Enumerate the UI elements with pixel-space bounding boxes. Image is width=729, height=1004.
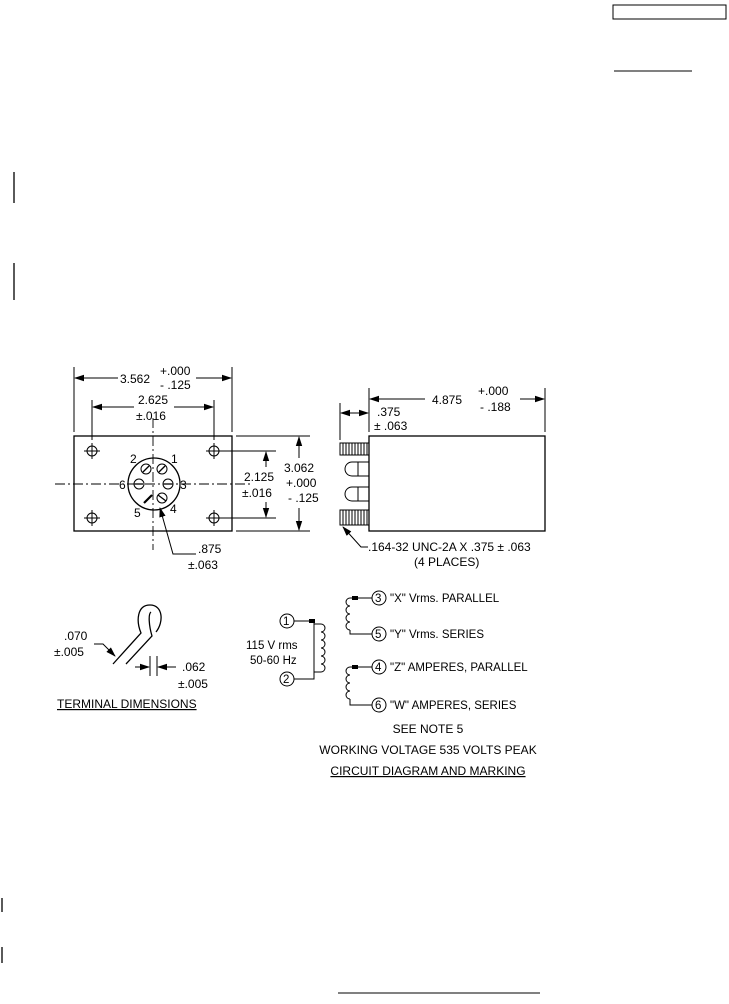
side-view-outline [368,435,546,532]
terminal-number-3: 3 [180,478,187,492]
terminal-dim-b-tol: ±.005 [178,677,208,691]
secondary-2-dot-marker [352,665,358,669]
terminal-4-number: 4 [375,662,382,674]
height-tol-plus: +.000 [286,476,317,490]
terminal-6-label: "W" AMPERES, SERIES [390,700,517,712]
terminal-6-symbol [371,697,387,713]
width-tol-plus: +.000 [160,364,191,378]
terminal-number-1: 1 [171,452,178,466]
terminal-circle [127,457,181,511]
thread-places: (4 PLACES) [414,555,479,569]
circuit-caption: CIRCUIT DIAGRAM AND MARKING [330,764,525,778]
primary-voltage: 115 V rms [246,640,298,652]
mounting-hole-top-left [84,443,100,459]
terminal-circle-tol: ±.063 [188,558,218,572]
terminal-5-label: "Y" Vrms. SERIES [390,629,484,641]
thread-note: .164-32 UNC-2A X .375 ± .063 [368,540,531,554]
terminal-5-symbol [371,626,387,642]
primary-winding-taps [314,623,321,673]
primary-dot-marker [309,619,315,623]
length-tol-minus: - .188 [480,400,511,414]
terminal-dimensions-caption: TERMINAL DIMENSIONS [57,697,197,711]
stud-tol: ± .063 [374,419,408,433]
secondary-winding-2 [345,666,351,700]
terminal-dim-a-nominal: .070 [64,629,88,643]
terminal-circle-nominal: .875 [198,542,222,556]
terminal-3-label: "X" Vrms. PARALLEL [390,593,500,605]
terminal-number-4: 4 [170,502,177,516]
mounting-hole-bottom-left [84,510,100,526]
hole-spacing-x-nominal: 2.625 [138,393,168,407]
terminal-number-6: 6 [119,478,126,492]
side-terminal-hooks [344,461,369,502]
height-nominal: 3.062 [284,461,314,475]
terminal-4-symbol [371,659,387,675]
length-nominal: 4.875 [432,393,462,407]
hole-spacing-y-tol: ±.016 [242,486,272,500]
circuit-note: SEE NOTE 5 [393,722,464,736]
terminal-screws [133,463,174,504]
terminal-3-number: 3 [375,593,381,605]
terminal-number-5: 5 [134,506,141,520]
terminal-5-number: 5 [375,629,381,641]
height-tol-minus: - .125 [288,491,319,505]
threaded-stud-top [339,442,370,456]
primary-terminal-1-number: 1 [283,616,289,628]
primary-leads [294,620,315,680]
secondary-2-leads [349,666,372,706]
secondary-1-dot-marker [352,596,358,600]
terminal-detail: .070 ±.005 .062 ±.005 TERMINAL DIMENSION… [54,604,208,711]
primary-winding [320,623,326,673]
terminal-dim-b-nominal: .062 [182,660,206,674]
primary-terminal-2-number: 2 [283,674,289,686]
terminal-circle-leader [159,507,196,555]
primary-frequency: 50-60 Hz [250,655,297,667]
terminal-hook-inner [125,611,153,665]
terminal-4-label: "Z" AMPERES, PARALLEL [390,662,528,674]
terminal-number-2: 2 [130,452,137,466]
terminal-6-number: 6 [375,700,381,712]
width-tol-minus: - .125 [160,378,191,392]
thread-note-leader [342,526,368,548]
working-voltage: WORKING VOLTAGE 535 VOLTS PEAK [319,743,536,757]
hole-spacing-x-tol: ±.016 [136,409,166,423]
title-box [612,4,727,20]
secondary-winding-1 [345,597,351,631]
terminal-dim-a-tol: ±.005 [54,645,84,659]
width-nominal: 3.562 [120,372,150,386]
terminal-hook-outer [112,604,162,665]
terminal-dim-a-leader [94,643,116,657]
front-view: 2 1 6 3 5 4 3.562 +.000 - .125 2.625 ±.0… [55,364,319,572]
circuit-diagram: 1 2 115 V rms 50-60 Hz 3 "X" Vrms. PARAL… [246,590,537,778]
terminal-3-symbol [371,590,387,606]
side-view: 4.875 +.000 - .188 .375 ± .063 .164-32 U… [339,384,546,569]
stud-nominal: .375 [377,405,401,419]
hole-spacing-y-nominal: 2.125 [244,470,274,484]
length-tol-plus: +.000 [478,384,509,398]
secondary-1-leads [349,597,372,635]
threaded-stud-bottom [339,509,370,526]
